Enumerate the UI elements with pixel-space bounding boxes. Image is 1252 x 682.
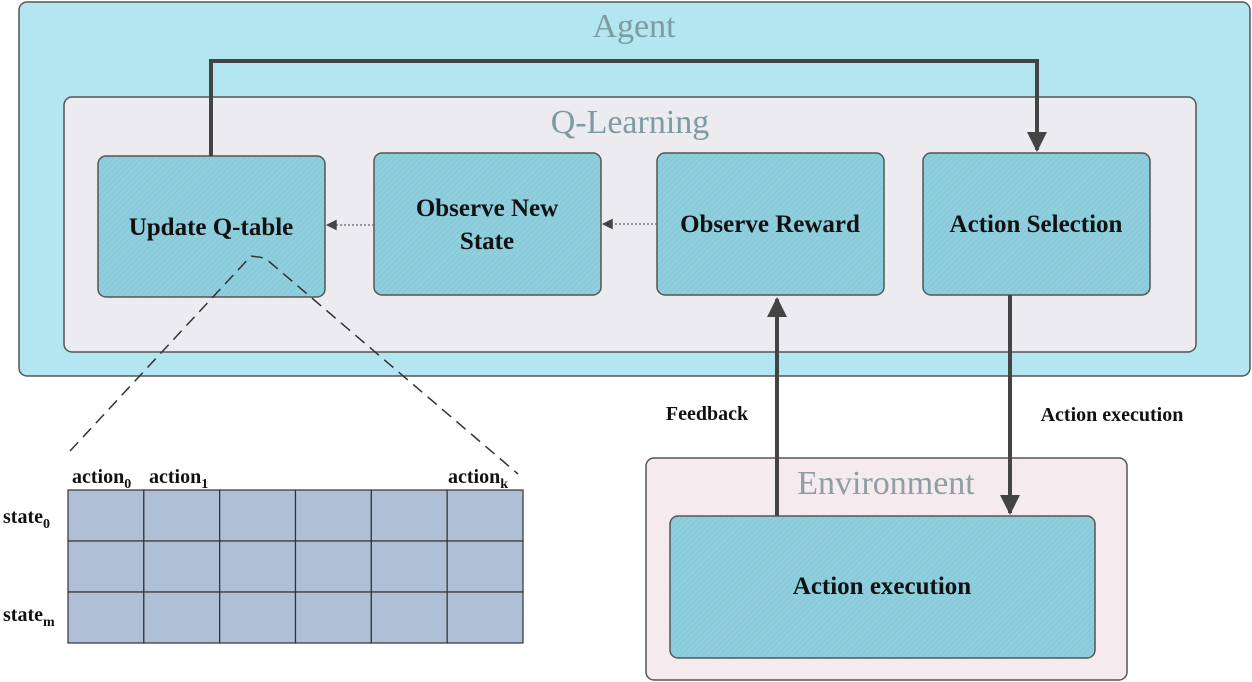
qtable-cell [143, 540, 221, 593]
step-update-qtable: Update Q-table [97, 155, 326, 298]
qtable-cell [219, 591, 297, 644]
step-observe-new-state: Observe New State [373, 152, 602, 296]
agent-title: Agent [592, 8, 676, 45]
qtable-cell [219, 540, 297, 593]
qtable-cell [370, 540, 448, 593]
qtable-cell [294, 591, 372, 644]
qtable-grid [67, 489, 524, 644]
qtable-row-header-m: statem [3, 604, 55, 630]
qtable-cell [446, 540, 524, 593]
action-execution-box [669, 515, 1096, 659]
qtable-cell [67, 540, 145, 593]
qtable-zoom-lines [69, 255, 519, 475]
qlearning-container: Q-Learning [63, 96, 1197, 353]
qtable-cell [67, 591, 145, 644]
qtable-cell [370, 489, 448, 542]
step-label-line-1: Observe New [416, 195, 558, 222]
qtable-cell [446, 489, 524, 542]
qtable-cell [294, 540, 372, 593]
qtable-cell [219, 489, 297, 542]
qtable-col-header-1: action1 [149, 466, 208, 492]
step-action-selection: Action Selection [922, 152, 1151, 296]
qlearning-title: Q-Learning [551, 104, 710, 141]
qtable-col-header-k: actionk [448, 466, 508, 492]
qtable-cell [143, 591, 221, 644]
qtable-col-header-0: action0 [72, 466, 131, 492]
action-execution-edge-label: Action execution [1041, 404, 1184, 426]
step-label: Update Q-table [129, 214, 294, 241]
qtable-cell [370, 591, 448, 644]
qtable-cell [67, 489, 145, 542]
qtable-cell [294, 489, 372, 542]
feedback-label: Feedback [666, 403, 749, 425]
environment-container: Environment Action execution [645, 457, 1128, 681]
step-label: Observe Reward [680, 211, 860, 238]
qtable-cell [143, 489, 221, 542]
arrow-loop-to-action-selection [209, 59, 1047, 156]
qtable-cell [446, 591, 524, 644]
step-label-line-2: State [460, 228, 514, 255]
environment-title: Environment [797, 465, 975, 502]
action-execution-label: Action execution [793, 573, 972, 600]
step-label: Action Selection [950, 211, 1123, 238]
step-observe-reward: Observe Reward [656, 152, 885, 296]
qtable-row-header-0: state0 [3, 506, 50, 532]
